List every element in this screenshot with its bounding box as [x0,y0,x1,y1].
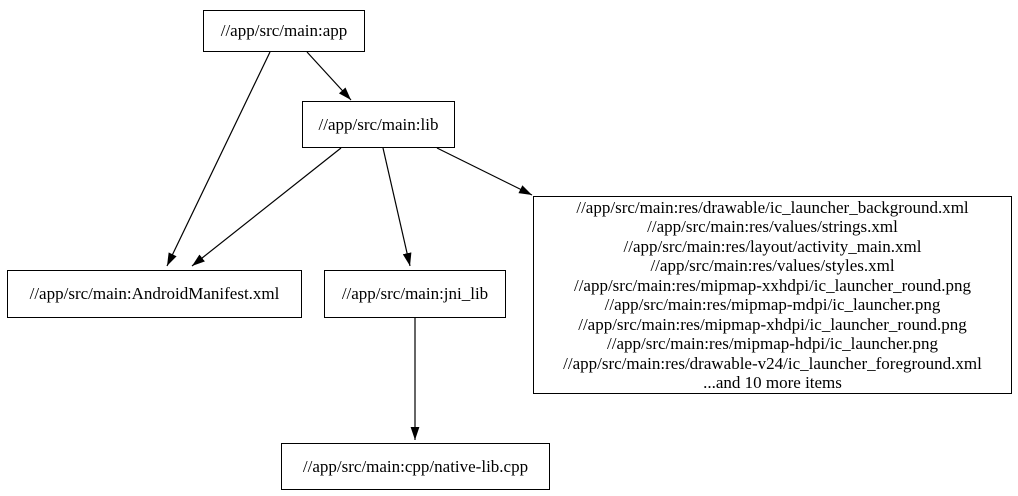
node-lib-label: //app/src/main:lib [318,114,439,134]
res-file-item: //app/src/main:res/mipmap-hdpi/ic_launch… [607,334,938,353]
node-jni-lib: //app/src/main:jni_lib [324,270,506,318]
res-file-item: //app/src/main:res/values/strings.xml [647,217,898,236]
res-file-item: //app/src/main:res/mipmap-xhdpi/ic_launc… [578,314,967,334]
node-lib: //app/src/main:lib [302,101,455,148]
edge-app-to-manifest [166,51,271,267]
edge-lib-to-jni-lib [382,147,412,267]
node-res-files-group: //app/src/main:res/drawable/ic_launcher_… [533,196,1012,394]
edge-lib-to-manifest [191,147,342,267]
res-file-item: //app/src/main:res/drawable/ic_launcher_… [576,197,969,217]
res-more-items-note: ...and 10 more items [703,373,842,392]
edge-app-to-lib [306,51,352,101]
res-file-item: //app/src/main:res/values/styles.xml [650,256,895,275]
node-android-manifest-label: //app/src/main:AndroidManifest.xml [29,284,280,303]
node-android-manifest: //app/src/main:AndroidManifest.xml [7,270,302,318]
node-app-label: //app/src/main:app [220,21,348,40]
node-jni-lib-label: //app/src/main:jni_lib [341,284,489,303]
edge-lib-to-res-files [436,147,533,196]
res-file-item: //app/src/main:res/mipmap-xxhdpi/ic_laun… [573,275,972,295]
node-native-lib-cpp-label: //app/src/main:cpp/native-lib.cpp [302,456,529,476]
res-file-item: //app/src/main:res/mipmap-mdpi/ic_launch… [604,295,941,314]
node-native-lib-cpp: //app/src/main:cpp/native-lib.cpp [281,443,550,490]
node-app: //app/src/main:app [203,10,365,52]
res-file-item: //app/src/main:res/layout/activity_main.… [623,236,922,256]
res-file-item: //app/src/main:res/drawable-v24/ic_launc… [563,353,982,373]
